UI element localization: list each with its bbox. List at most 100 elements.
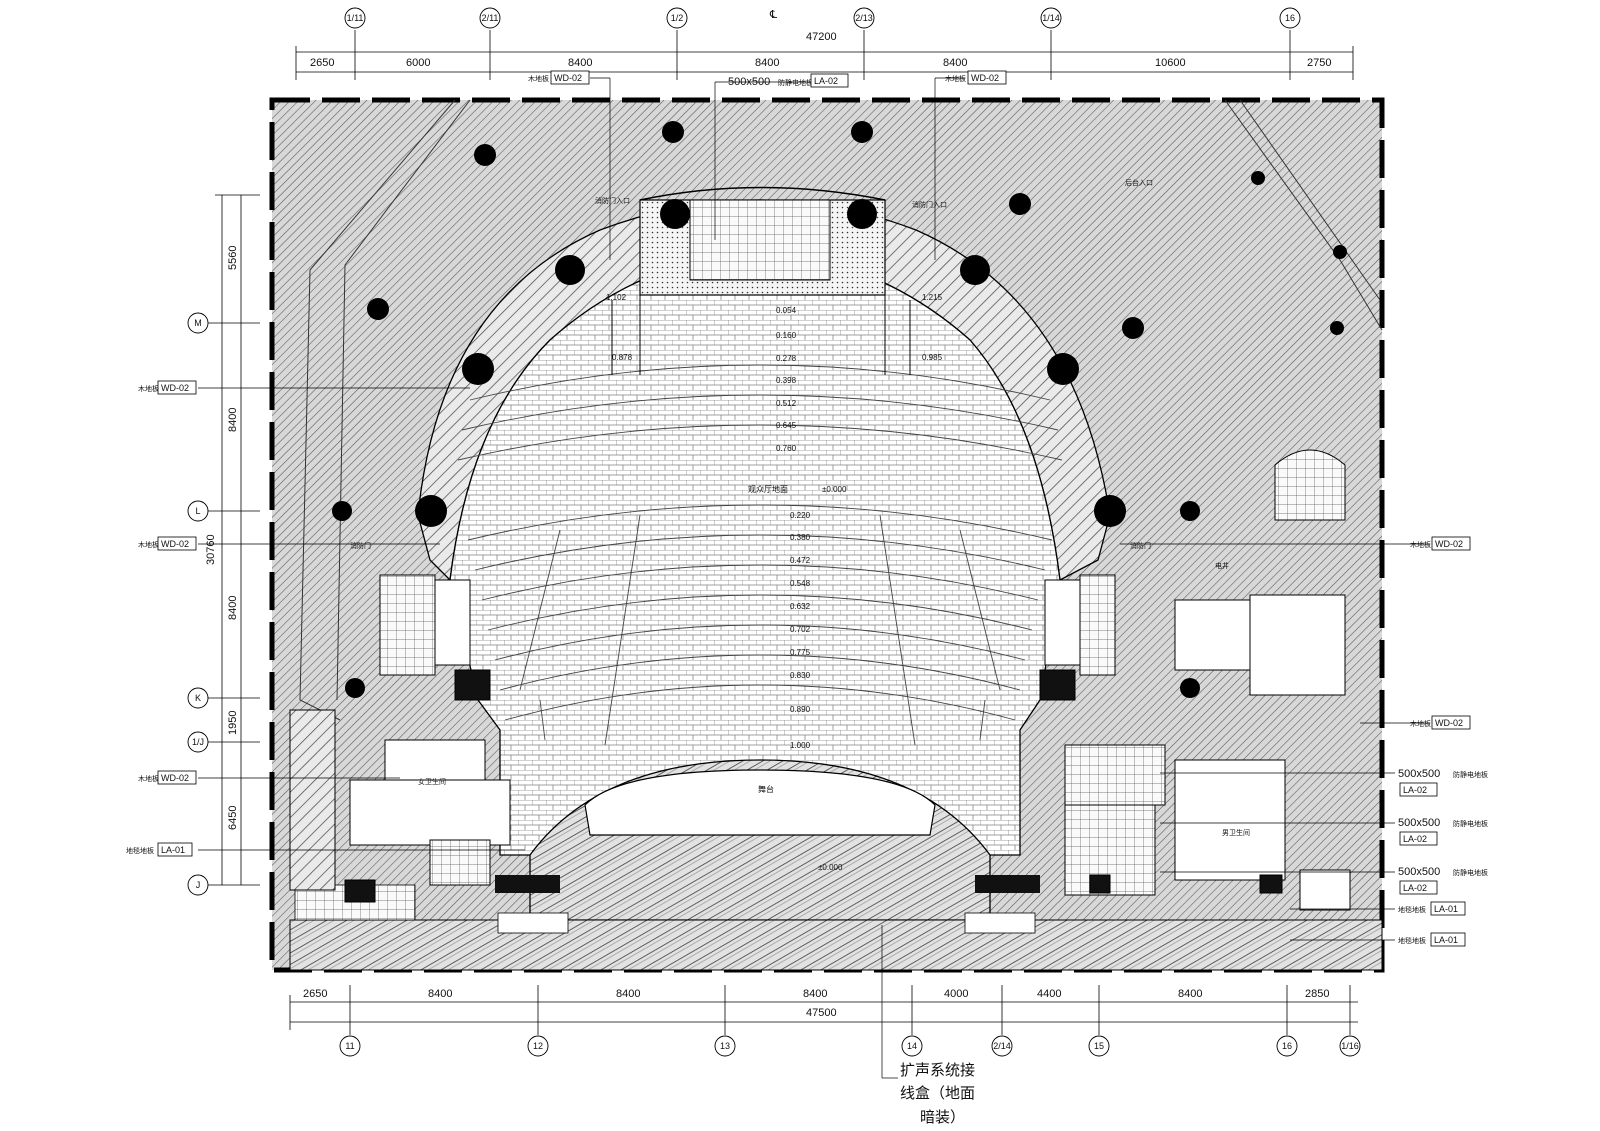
elev-label: 0.702 <box>790 625 811 634</box>
dim-label: 8400 <box>943 57 967 69</box>
dim-label: 6000 <box>406 57 430 69</box>
dim-label: 8400 <box>227 596 239 620</box>
left-total-dimension: 30760 <box>205 534 217 565</box>
elev-label: 0.760 <box>776 444 797 453</box>
auditorium-hall <box>417 186 1111 856</box>
axis-label: 1/14 <box>1042 13 1060 23</box>
lower-elevation-labels: 0.220 0.380 0.472 0.548 0.632 0.702 0.77… <box>790 511 811 750</box>
stage-label: 舞台 <box>758 784 774 794</box>
left-dimension-chain <box>205 194 260 886</box>
tag-la02: LA-02 <box>1403 785 1427 795</box>
tag-wd02: WD-02 <box>161 383 189 393</box>
male-wc-label: 男卫生间 <box>1222 828 1250 837</box>
tag-prefix: 木地板 <box>138 384 159 393</box>
note-line: 扩声系统接 <box>900 1061 975 1079</box>
axis-label: 16 <box>1282 1041 1292 1051</box>
dim-label: 8400 <box>227 408 239 432</box>
tag-box <box>1399 831 1438 846</box>
elev-label: 1.000 <box>790 741 811 750</box>
seat-elevation-labels: 0.054 0.160 0.278 0.398 0.512 0.645 0.76… <box>606 293 943 453</box>
tag-box <box>810 73 849 88</box>
note-line: 线盒（地面 <box>900 1084 975 1102</box>
top-right-label: 后台入口 <box>1125 178 1153 187</box>
axis-label: J <box>196 880 201 890</box>
stage-elevation: ±0.000 <box>818 863 843 872</box>
axis-label: 13 <box>720 1041 730 1051</box>
bottom-dimension-chain <box>289 985 1358 1035</box>
axis-label: K <box>195 693 201 703</box>
top-dimension-labels: 2650 6000 8400 8400 8400 10600 2750 <box>310 57 1331 69</box>
axis-label: 1/16 <box>1341 1041 1359 1051</box>
tag-wd02: WD-02 <box>161 539 189 549</box>
tag-antistatic: 防静电地板 <box>1453 770 1488 779</box>
left-entry-label: 消防门 <box>350 541 371 550</box>
top-dimension-chain <box>295 30 1354 80</box>
centerline-symbol: ℄ <box>769 9 777 21</box>
tag-box <box>967 70 1007 85</box>
axis-label: M <box>194 318 202 328</box>
dim-label: 1950 <box>227 711 239 735</box>
tag-tile-size: 500x500 <box>1398 866 1440 878</box>
axis-label: 11 <box>345 1041 354 1051</box>
tag-box <box>1430 901 1466 916</box>
dim-label: 8400 <box>616 988 640 1000</box>
elev-label: 0.220 <box>790 511 811 520</box>
dim-label: 4000 <box>944 988 968 1000</box>
dim-label: 8400 <box>803 988 827 1000</box>
tag-box <box>157 380 197 395</box>
elev-label: 0.054 <box>776 306 797 315</box>
elev-label: 0.985 <box>922 353 943 362</box>
right-exit-label: 消防门入口 <box>912 200 947 209</box>
female-wc-label: 女卫生间 <box>418 777 446 786</box>
dim-label: 2850 <box>1305 988 1329 1000</box>
tag-prefix: 木地板 <box>1410 719 1431 728</box>
tag-prefix: 地毯地板 <box>1398 905 1426 914</box>
dim-label: 2650 <box>303 988 327 1000</box>
tag-la02: LA-02 <box>814 76 838 86</box>
tag-prefix: 木地板 <box>1410 540 1431 549</box>
seating-hall-elevation: ±0.000 <box>822 485 847 494</box>
tag-la01: LA-01 <box>1434 904 1458 914</box>
dim-label: 2650 <box>310 57 334 69</box>
tag-box <box>157 770 197 785</box>
elev-label: 1.102 <box>606 293 627 302</box>
tag-la01: LA-01 <box>161 845 185 855</box>
axis-label: L <box>195 506 200 516</box>
tag-prefix: 地毯地板 <box>1398 936 1426 945</box>
elev-label: 0.548 <box>790 579 811 588</box>
elev-label: 0.472 <box>790 556 811 565</box>
left-axis-bubbles <box>187 312 209 896</box>
tag-box <box>157 536 197 551</box>
axis-label: 1/J <box>192 737 204 747</box>
tag-prefix: 木地板 <box>138 540 159 549</box>
elev-label: 0.512 <box>776 399 797 408</box>
elev-label: 0.632 <box>790 602 811 611</box>
left-axis-labels: M L K 1/J J <box>192 318 204 890</box>
dim-label: 6450 <box>227 806 239 830</box>
tag-prefix: 地毯地板 <box>126 846 154 855</box>
elev-label: 0.830 <box>790 671 811 680</box>
axis-label: 2/13 <box>855 13 873 23</box>
elev-label: 0.775 <box>790 648 811 657</box>
tag-antistatic: 防静电地板 <box>778 78 813 87</box>
tag-tile-size: 500x500 <box>1398 768 1440 780</box>
stage-area <box>289 759 1383 971</box>
axis-label: 14 <box>907 1041 917 1051</box>
tag-box <box>1431 715 1471 730</box>
dim-label: 8400 <box>428 988 452 1000</box>
bottom-dimension-labels: 2650 8400 8400 8400 4000 4400 8400 2850 <box>303 988 1329 1000</box>
axis-label: 2/14 <box>993 1041 1011 1051</box>
tag-wd02: WD-02 <box>971 73 999 83</box>
elev-label: 1.215 <box>922 293 943 302</box>
right-rooms <box>1039 449 1351 911</box>
left-rooms <box>289 574 511 903</box>
right-entry-label: 消防门 <box>1130 541 1151 550</box>
dim-label: 10600 <box>1155 57 1186 69</box>
dim-label: 8400 <box>1178 988 1202 1000</box>
tag-prefix: 木地板 <box>945 74 966 83</box>
seating-hall-label: 观众厅地面 <box>748 484 788 494</box>
bottom-axis-labels: 11 12 13 14 2/14 15 16 1/16 <box>345 1041 1358 1051</box>
tag-antistatic: 防静电地板 <box>1453 819 1488 828</box>
dim-label: 4400 <box>1037 988 1061 1000</box>
